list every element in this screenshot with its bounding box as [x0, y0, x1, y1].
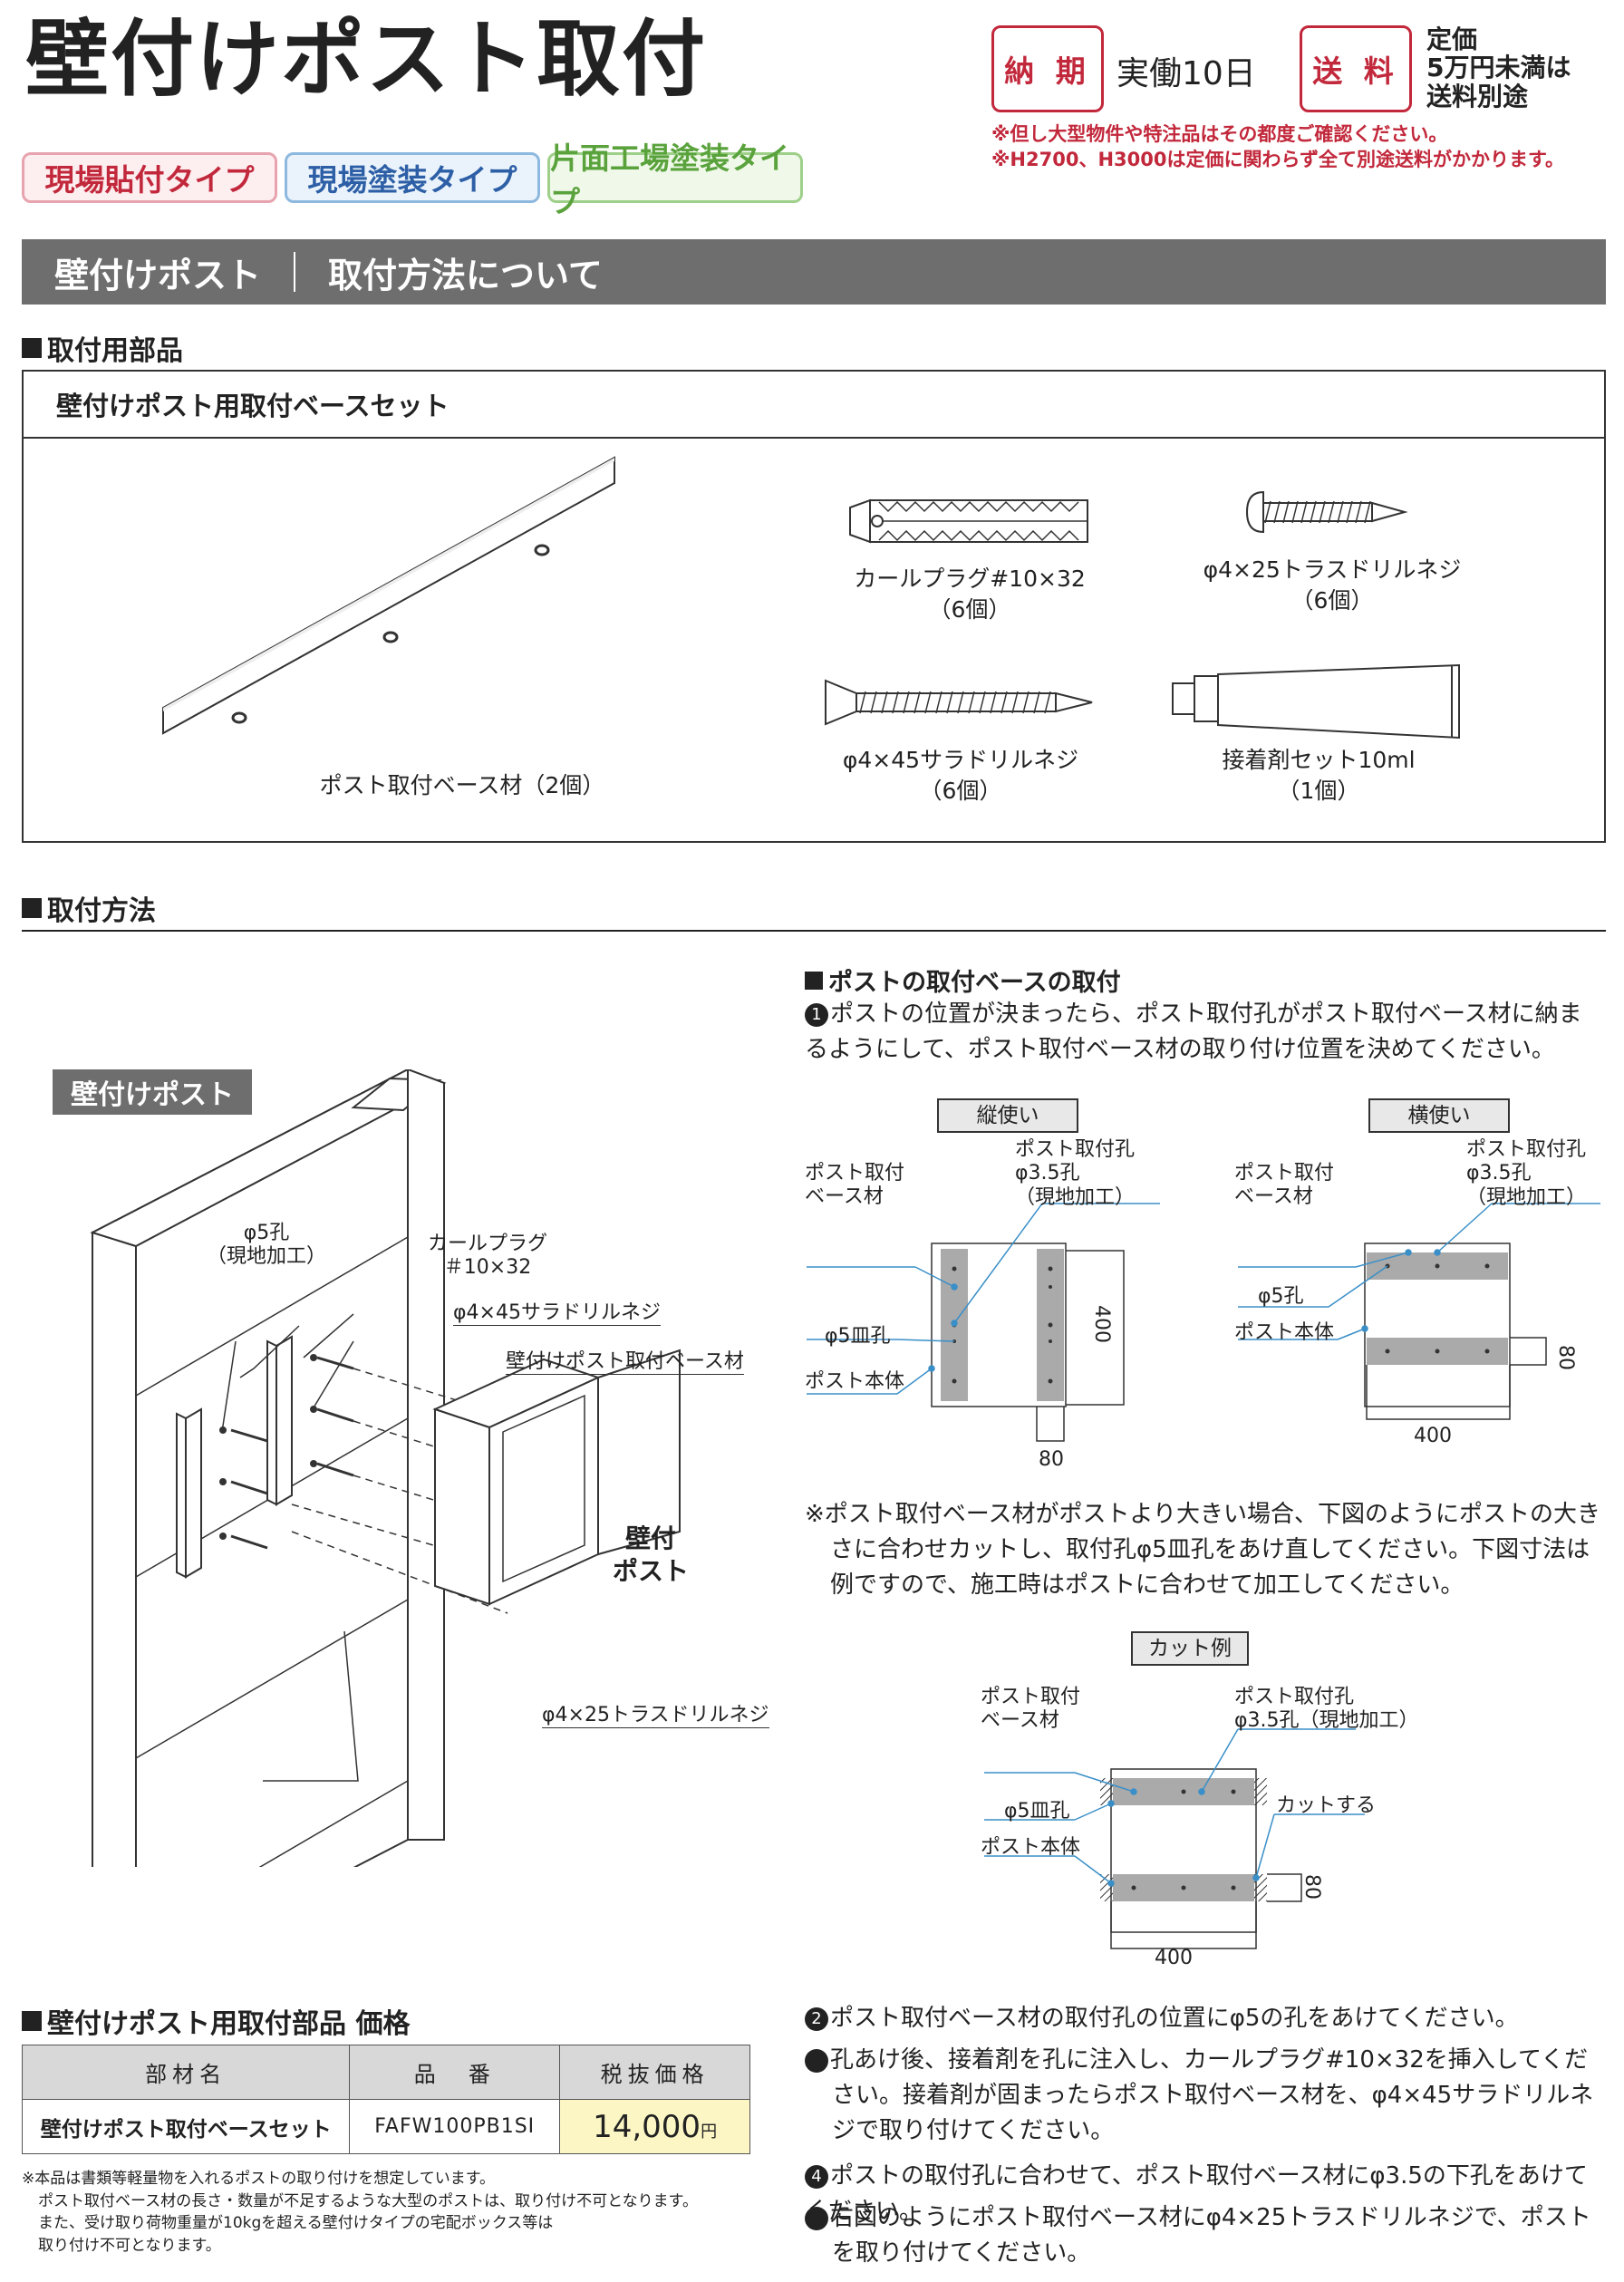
- fig-tag: 壁付けポスト: [53, 1069, 252, 1115]
- plug-caption: カールプラグ#10×32 （6個）: [854, 566, 1086, 623]
- horizontal-diagram: [1238, 1203, 1600, 1420]
- horizontal-title: 横使い: [1368, 1098, 1510, 1133]
- v-hole-label: ポスト取付孔 φ3.5孔 （現地加工）: [1015, 1138, 1136, 1209]
- label-hole5: φ5孔 （現地加工）: [207, 1222, 327, 1269]
- tag-site-paint: 現場塗装タイプ: [285, 152, 540, 203]
- cut-note: ※ポスト取付ベース材がポストより大きい場合、下図のようにポストの大きさに合わせカ…: [805, 1501, 1600, 1599]
- label-screw25: φ4×25トラスドリルネジ: [542, 1704, 769, 1729]
- col-price: 税抜価格: [559, 2045, 750, 2100]
- delivery-label: 納 期: [991, 25, 1104, 112]
- h-dim-w: 400: [1414, 1425, 1452, 1447]
- adhesive-caption: 接着剤セット10ml （1個）: [1222, 747, 1416, 804]
- method-heading: 取付方法: [22, 888, 156, 928]
- label-screw45: φ4×45サラドリルネジ: [453, 1301, 661, 1327]
- v-csk-label: φ5皿孔: [825, 1325, 891, 1348]
- c-body-label: ポスト本体: [981, 1836, 1081, 1859]
- vertical-diagram: [807, 1203, 1160, 1442]
- shipping-label: 送 料: [1300, 25, 1412, 112]
- note-2: ※H2700、H3000は定価に関わらず全て別途送料がかかります。: [991, 149, 1564, 170]
- c-dim-w: 400: [1155, 1947, 1193, 1969]
- v-dim-h: 400: [1090, 1305, 1113, 1343]
- row-price: 14,000円: [559, 2099, 750, 2154]
- band-right: 取付方法について: [328, 255, 603, 295]
- delivery-value: 実働10日: [1116, 55, 1256, 92]
- h-hole-label: ポスト取付孔 φ3.5孔 （現地加工）: [1466, 1138, 1587, 1209]
- band-divider: [294, 252, 296, 292]
- h-dim-h: 80: [1554, 1345, 1577, 1370]
- c-hole-label: ポスト取付孔 φ3.5孔（現地加工）: [1234, 1686, 1419, 1733]
- tag-site-paste: 現場貼付タイプ: [22, 152, 277, 203]
- base-caption: ポスト取付ベース材（2個）: [319, 772, 605, 798]
- parts-box: 壁付けポスト用取付ベースセット: [22, 370, 1606, 843]
- v-base-label: ポスト取付 ベース材: [805, 1162, 905, 1209]
- c-dim-h: 80: [1300, 1874, 1323, 1900]
- note-1: ※但し大型物件や特注品はその都度ご確認ください。: [991, 123, 1448, 145]
- label-plug: カールプラグ ＃10×32: [428, 1233, 548, 1280]
- screw25-caption: φ4×25トラスドリルネジ （6個）: [1203, 556, 1462, 614]
- price-heading: 壁付けポスト用取付部品 価格: [22, 2001, 410, 2041]
- band-left: 壁付けポスト: [54, 255, 262, 295]
- adhesive-tube-icon: [1172, 663, 1460, 740]
- vertical-title: 縦使い: [937, 1098, 1078, 1133]
- section-band: 壁付けポスト 取付方法について: [22, 239, 1606, 305]
- parts-heading: 取付用部品: [22, 328, 183, 368]
- col-code: 品 番: [349, 2045, 561, 2100]
- truss-screw-icon: [1245, 490, 1408, 534]
- price-notes: ※本品は書類等軽量物を入れるポストの取り付けを想定しています。 ポスト取付ベース…: [22, 2170, 698, 2255]
- h-body-label: ポスト本体: [1234, 1321, 1335, 1344]
- cut-title: カット例: [1131, 1631, 1249, 1666]
- h-csk-label: φ5孔: [1258, 1285, 1304, 1308]
- base-plate-illustration: [162, 456, 615, 735]
- c-cut-label: カットする: [1276, 1794, 1377, 1817]
- label-base: 壁付けポスト取付ベース材: [506, 1350, 744, 1376]
- flat-screw-icon: [825, 679, 1093, 726]
- v-body-label: ポスト本体: [805, 1370, 905, 1393]
- row-code: FAFW100PB1SI: [349, 2099, 561, 2154]
- row-name: 壁付けポスト取付ベースセット: [21, 2099, 351, 2154]
- c-base-label: ポスト取付 ベース材: [981, 1686, 1081, 1733]
- h-base-label: ポスト取付 ベース材: [1234, 1162, 1335, 1209]
- shipping-value: 定価 5万円未満は 送料別途: [1426, 24, 1571, 111]
- plug-icon: [849, 498, 1088, 544]
- col-name: 部材名: [21, 2045, 351, 2100]
- method-rule: [22, 930, 1606, 932]
- cut-diagram: [984, 1728, 1365, 1949]
- price-table: 部材名 品 番 税抜価格 壁付けポスト取付ベースセット FAFW100PB1SI…: [21, 2045, 750, 2154]
- page-title: 壁付けポスト取付: [25, 11, 708, 108]
- c-csk-label: φ5皿孔: [1004, 1800, 1070, 1823]
- v-dim-w: 80: [1039, 1448, 1064, 1471]
- tag-factory-paint: 片面工場塗装タイプ: [547, 140, 803, 219]
- sub-heading: ポストの取付ベースの取付: [805, 962, 1121, 998]
- parts-box-title: 壁付けポスト用取付ベースセット: [24, 372, 1604, 439]
- wall-post-illustration: [90, 1069, 681, 1867]
- label-post: 壁付 ポスト: [613, 1523, 690, 1587]
- screw45-caption: φ4×45サラドリルネジ （6個）: [842, 747, 1079, 804]
